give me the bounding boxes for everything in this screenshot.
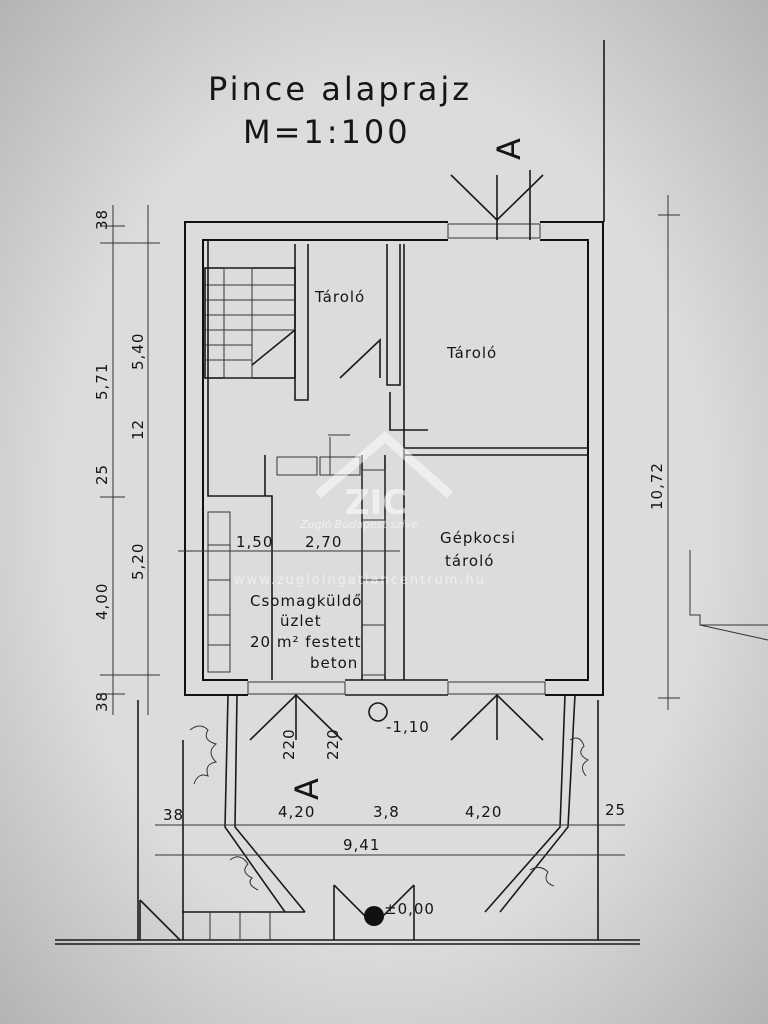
watermark-logo: ZIC: [345, 483, 407, 523]
door-height-left: 220: [280, 728, 298, 760]
plan-scale: M=1:100: [243, 113, 411, 151]
left-dimension-lines: [100, 205, 160, 715]
watermark: ZIC Zugló Budapest szíve www.zugloingatl…: [234, 431, 486, 588]
dim-bottom-38: 38: [163, 806, 184, 824]
dim-bottom-941: 9,41: [343, 836, 380, 854]
room-shop-line1: Csomagküldő: [250, 592, 362, 610]
watermark-url: www.zugloingatlancentrum.hu: [234, 573, 486, 588]
dim-inner-520: 5,20: [129, 543, 147, 580]
dim-inner-12: 12: [129, 419, 147, 440]
dim-left-25: 25: [93, 464, 111, 485]
level-marker-basement: [368, 702, 388, 722]
dim-bottom-420-right: 4,20: [465, 803, 502, 821]
dim-150: 1,50: [236, 533, 273, 551]
shrub-scribbles: [189, 725, 590, 891]
watermark-roof-icon: [315, 431, 453, 499]
dim-bottom-420-left: 4,20: [278, 803, 315, 821]
room-shop-line4: beton: [310, 654, 358, 672]
watermark-tagline: Zugló Budapest szíve: [299, 518, 418, 531]
dim-right-1072: 10,72: [648, 462, 666, 510]
room-garage-line2: tároló: [445, 552, 494, 570]
staircase: [204, 267, 296, 379]
ramp-walls: [55, 694, 640, 945]
dim-bottom-38-mid: 3,8: [373, 803, 400, 821]
dim-left-38-bottom: 38: [93, 691, 111, 712]
room-shop-line3: 20 m² festett: [250, 633, 361, 651]
level-ground: ±0,00: [384, 900, 435, 918]
room-garage-line1: Gépkocsi: [440, 529, 516, 547]
level-basement: -1,10: [386, 718, 430, 736]
dim-270: 2,70: [305, 533, 342, 551]
dim-inner-540: 5,40: [129, 333, 147, 370]
section-mark-top: A: [490, 135, 528, 160]
plan-title: Pince alaprajz: [208, 70, 472, 108]
level-marker-ground: [364, 906, 384, 926]
doors: [249, 170, 544, 741]
room-shop-line2: üzlet: [280, 612, 322, 630]
dim-left-38-top: 38: [93, 209, 111, 230]
door-height-right: 220: [324, 728, 342, 760]
adjacent-building-stub: [689, 550, 768, 641]
room-storage-small: Tároló: [314, 288, 365, 306]
section-mark-bottom: A: [288, 775, 326, 800]
dim-bottom-25: 25: [605, 801, 626, 819]
dim-left-400: 4,00: [93, 583, 111, 620]
room-storage-large: Tároló: [446, 344, 497, 362]
dim-left-571: 5,71: [93, 363, 111, 400]
outer-walls: [184, 221, 604, 696]
